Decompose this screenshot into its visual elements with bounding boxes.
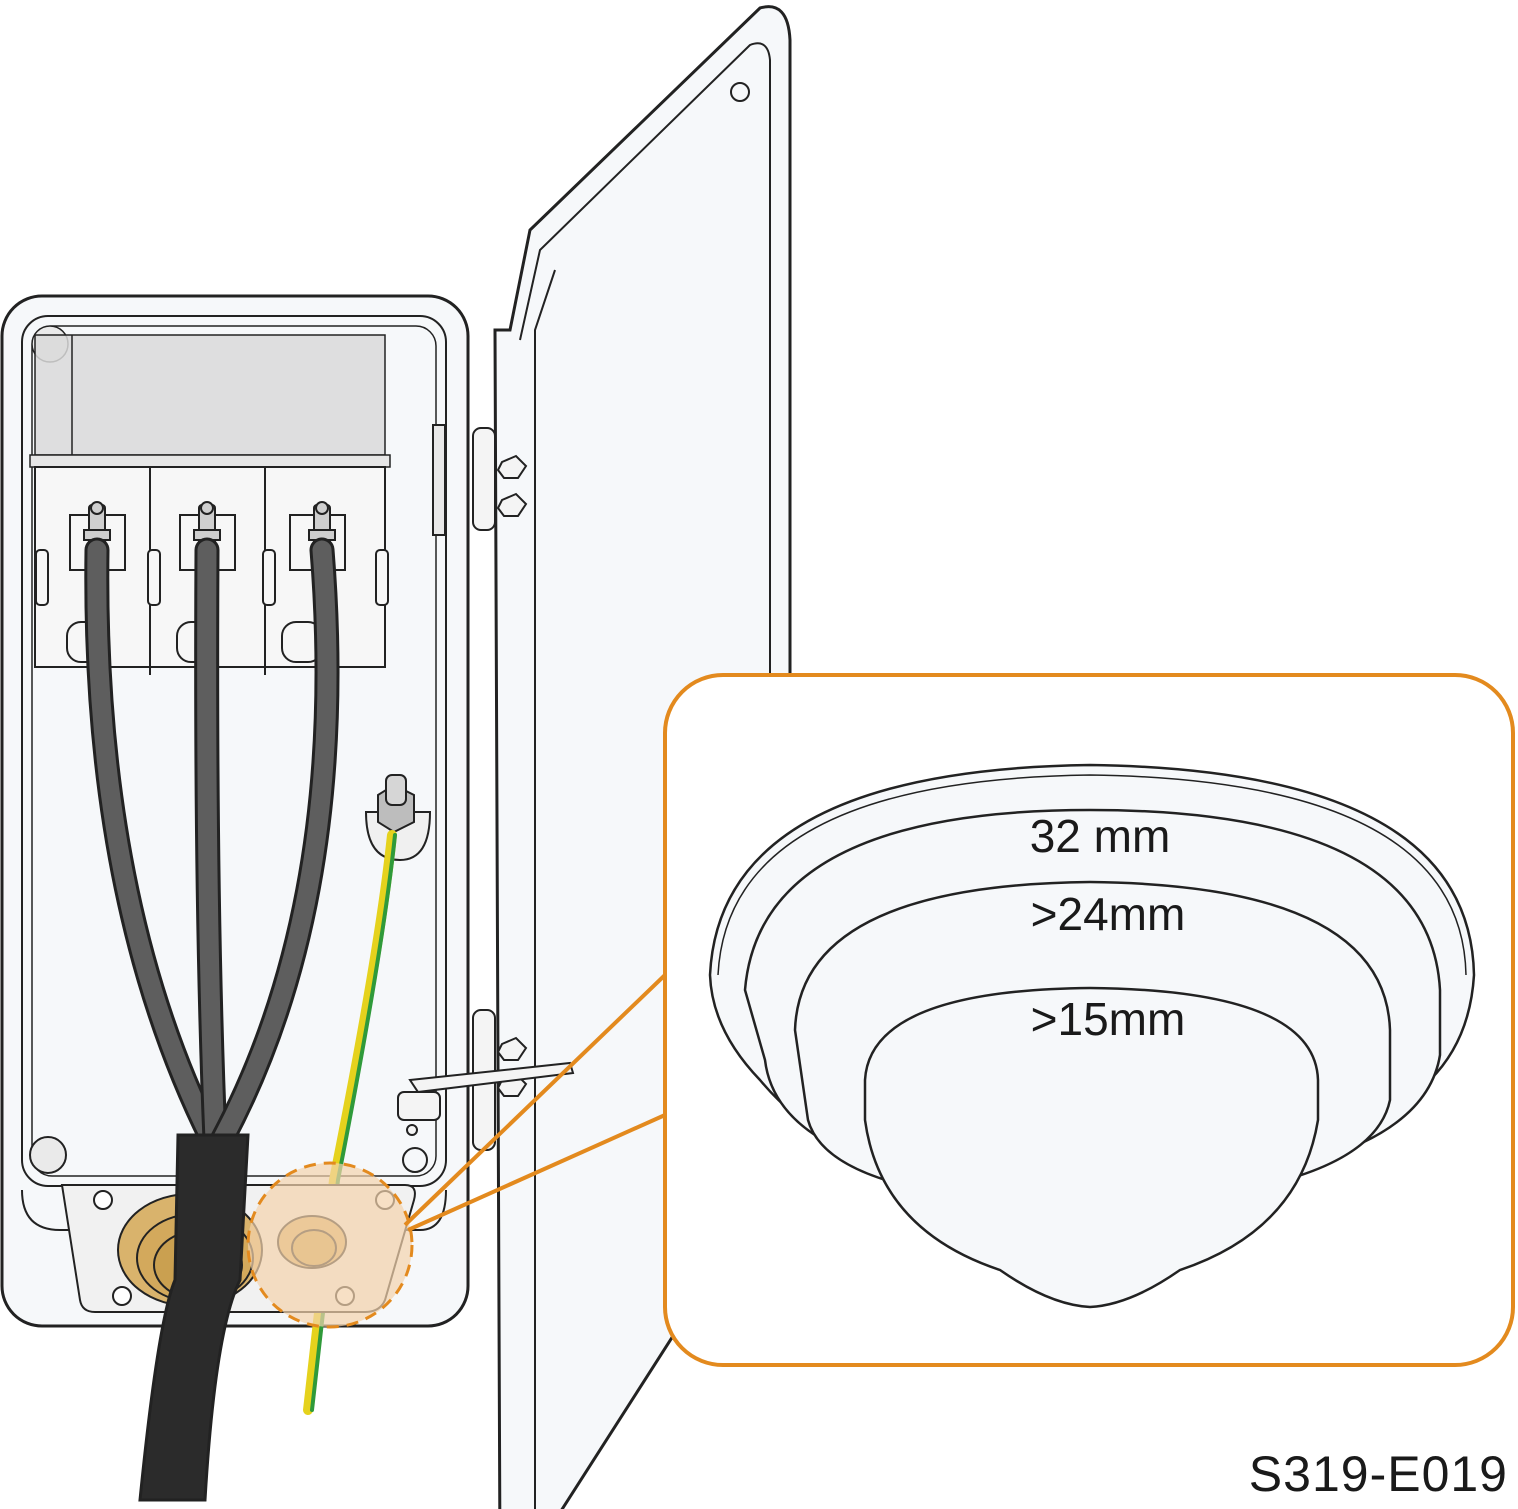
callout-connector <box>403 973 667 1232</box>
seal-ring-15 <box>863 986 1320 1309</box>
allen-key <box>397 1061 575 1136</box>
terminal-cover <box>29 334 391 468</box>
ground-stud <box>364 774 432 862</box>
power-cable <box>138 1133 250 1502</box>
phase-core-3 <box>212 540 337 1150</box>
hinge-upper <box>472 427 528 531</box>
label-15mm: >15mm <box>1031 993 1186 1045</box>
label-32mm: 32 mm <box>1030 810 1171 862</box>
figure-code: S319-E019 <box>1248 1446 1508 1502</box>
door-screw-hole <box>730 82 750 102</box>
callout-highlight <box>246 1161 414 1329</box>
label-24mm: >24mm <box>1031 888 1186 940</box>
terminal-stud-2 <box>193 501 221 548</box>
sealing-plug <box>708 763 1476 1309</box>
ground-wire <box>303 830 397 1415</box>
phase-core-2 <box>197 540 225 1150</box>
phase-core-1 <box>87 540 222 1150</box>
